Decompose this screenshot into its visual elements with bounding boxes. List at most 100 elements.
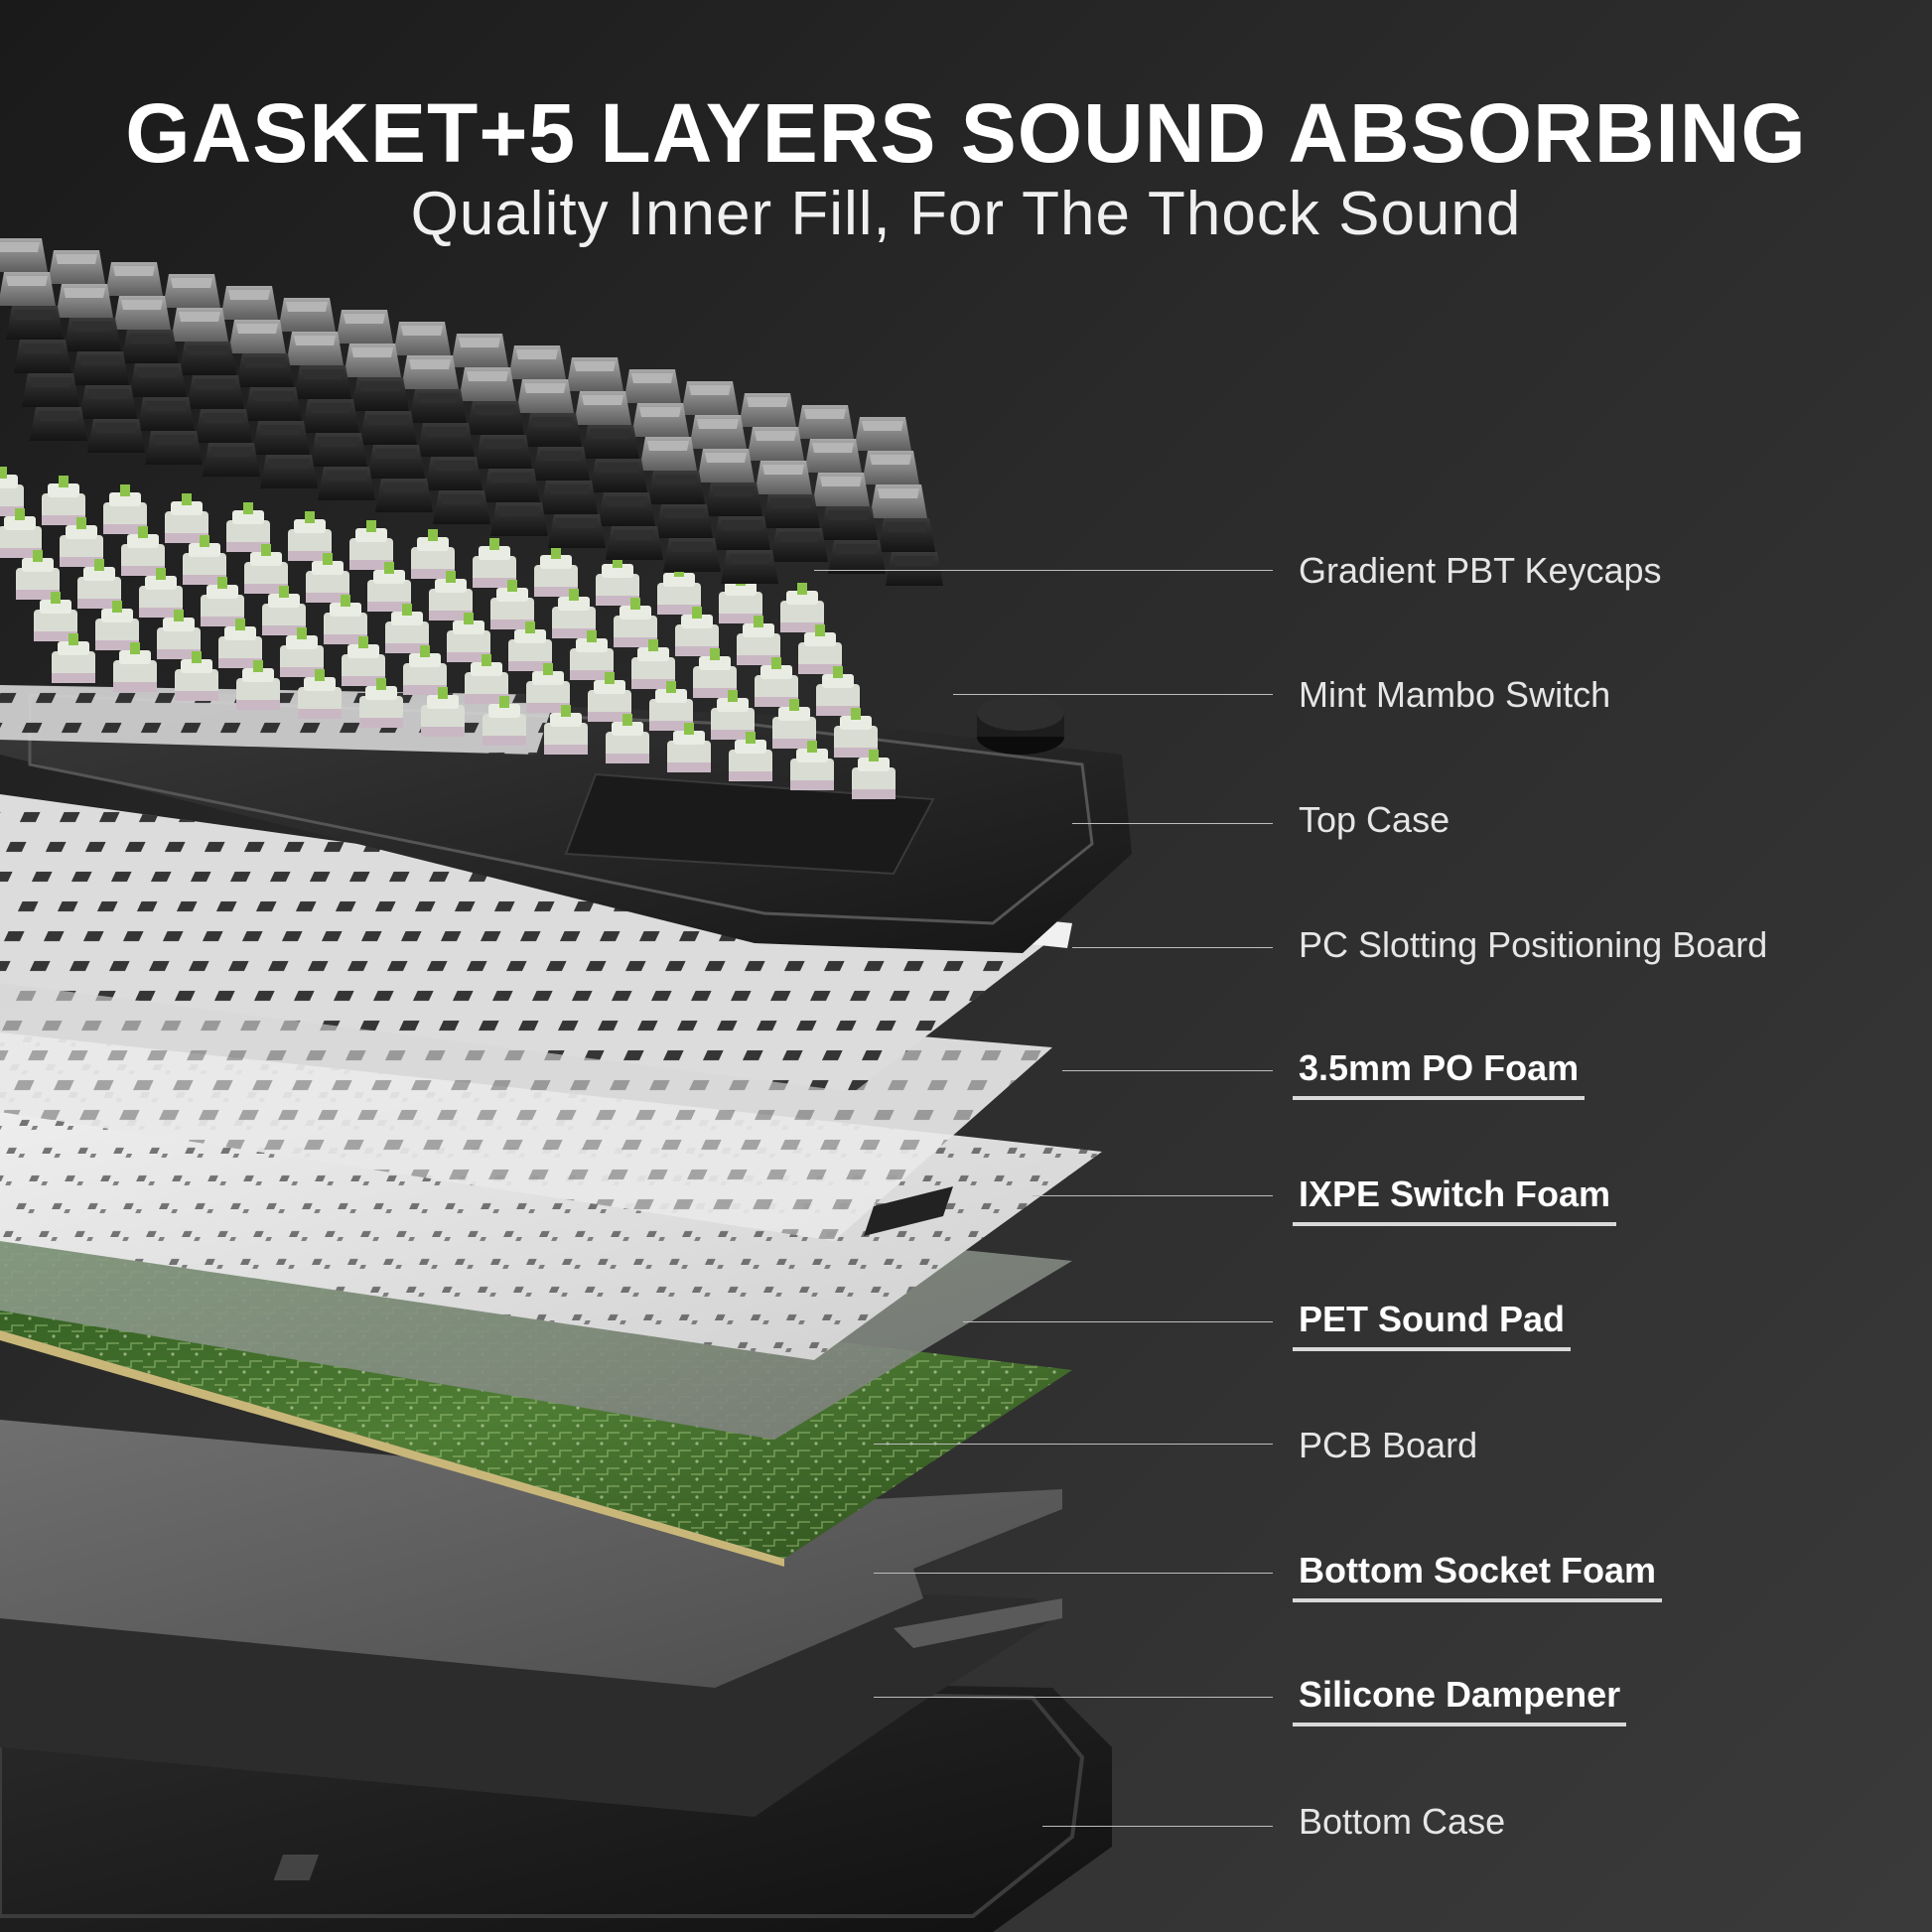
- keycap: [574, 391, 631, 425]
- keycap: [318, 467, 375, 500]
- keycap: [417, 423, 475, 457]
- keycap: [220, 286, 278, 320]
- keycap: [655, 504, 713, 538]
- switch-unit: [649, 681, 693, 731]
- keycap: [203, 443, 260, 477]
- keycap: [483, 469, 540, 502]
- label-bottom-case: Bottom Case: [1299, 1801, 1506, 1842]
- keycap: [113, 296, 171, 330]
- keycaps-layer: [0, 238, 943, 586]
- switch-unit: [60, 517, 103, 567]
- keycap: [459, 367, 516, 401]
- keycap: [606, 526, 663, 560]
- switch-unit: [218, 619, 262, 668]
- switch-unit: [121, 526, 165, 576]
- switch-unit: [490, 580, 534, 629]
- keycap: [393, 322, 451, 355]
- switch-unit: [737, 616, 780, 665]
- keycap: [713, 516, 770, 550]
- keycap: [598, 492, 655, 526]
- keycap: [631, 403, 689, 437]
- keycap: [524, 413, 582, 447]
- keycap: [278, 298, 336, 332]
- switch-unit: [631, 639, 675, 689]
- label-bottom-socket-foam: Bottom Socket Foam: [1293, 1553, 1663, 1602]
- keycap: [886, 552, 943, 586]
- keycap: [590, 459, 647, 492]
- keycap: [425, 457, 483, 490]
- switch-unit: [226, 502, 270, 552]
- switch-unit: [755, 657, 798, 707]
- keycap: [145, 431, 203, 465]
- switch-unit: [342, 636, 385, 686]
- keycap: [228, 320, 286, 353]
- keycap: [467, 401, 524, 435]
- leader-line-socket-foam: [874, 1573, 1273, 1574]
- switch-unit: [103, 484, 147, 534]
- switch-unit: [544, 705, 588, 755]
- keycap: [359, 411, 417, 445]
- keycap: [475, 435, 532, 469]
- keycap: [187, 375, 244, 409]
- switch-unit: [367, 562, 411, 612]
- keycap: [639, 437, 697, 471]
- switch-unit: [349, 520, 393, 570]
- leader-line-silicone: [874, 1697, 1273, 1698]
- keycap: [336, 310, 393, 344]
- leader-line-pc-board: [1072, 947, 1273, 948]
- keycap: [739, 393, 796, 427]
- switch-unit: [473, 538, 516, 588]
- switch-unit: [34, 592, 77, 641]
- keycap: [747, 427, 804, 461]
- keycap: [681, 381, 739, 415]
- keycap: [548, 514, 606, 548]
- keycap: [14, 340, 71, 373]
- label-gradient-pbt-keycaps: Gradient PBT Keycaps: [1299, 550, 1662, 591]
- switch-unit: [790, 741, 834, 790]
- switch-unit: [711, 690, 755, 740]
- switch-unit: [183, 535, 226, 585]
- keycap: [508, 345, 566, 379]
- switch-unit: [113, 642, 157, 692]
- keycap: [647, 471, 705, 504]
- switch-unit: [403, 645, 447, 695]
- keycap: [516, 379, 574, 413]
- keycap: [294, 365, 351, 399]
- switch-unit: [596, 556, 639, 606]
- label-mint-mambo-switch: Mint Mambo Switch: [1299, 674, 1611, 715]
- switch-unit: [780, 583, 824, 632]
- switch-unit: [588, 672, 631, 722]
- keycap: [0, 238, 48, 272]
- keycap: [433, 490, 490, 524]
- keycap: [566, 357, 623, 391]
- keycap: [689, 415, 747, 449]
- keycap: [87, 419, 145, 453]
- switch-unit: [614, 598, 657, 647]
- keycap: [582, 425, 639, 459]
- keycap: [105, 262, 163, 296]
- bottom-socket-foam-layer: [0, 1420, 1062, 1688]
- label-silicone-dampener: Silicone Dampener: [1293, 1677, 1627, 1726]
- keycap: [179, 342, 236, 375]
- switch-unit: [798, 624, 842, 674]
- label-pet-sound-pad: PET Sound Pad: [1293, 1302, 1572, 1351]
- leader-line-bottom-case: [1042, 1826, 1273, 1827]
- switch-unit: [465, 654, 508, 704]
- keycap: [163, 274, 220, 308]
- label-po-foam: 3.5mm PO Foam: [1293, 1050, 1586, 1100]
- leader-line-ixpe-foam: [1033, 1195, 1273, 1196]
- keycap: [804, 439, 862, 473]
- keycap: [64, 318, 121, 351]
- switch-unit: [201, 577, 244, 626]
- keycap: [490, 502, 548, 536]
- switch-unit: [421, 687, 465, 737]
- switch-unit: [729, 732, 772, 781]
- leader-line-top-case: [1072, 823, 1273, 824]
- switch-unit: [306, 553, 349, 603]
- keycap: [820, 506, 878, 540]
- keycap: [310, 433, 367, 467]
- keycap: [252, 421, 310, 455]
- switch-unit: [552, 589, 596, 638]
- keycap: [762, 494, 820, 528]
- label-ixpe-switch-foam: IXPE Switch Foam: [1293, 1176, 1617, 1226]
